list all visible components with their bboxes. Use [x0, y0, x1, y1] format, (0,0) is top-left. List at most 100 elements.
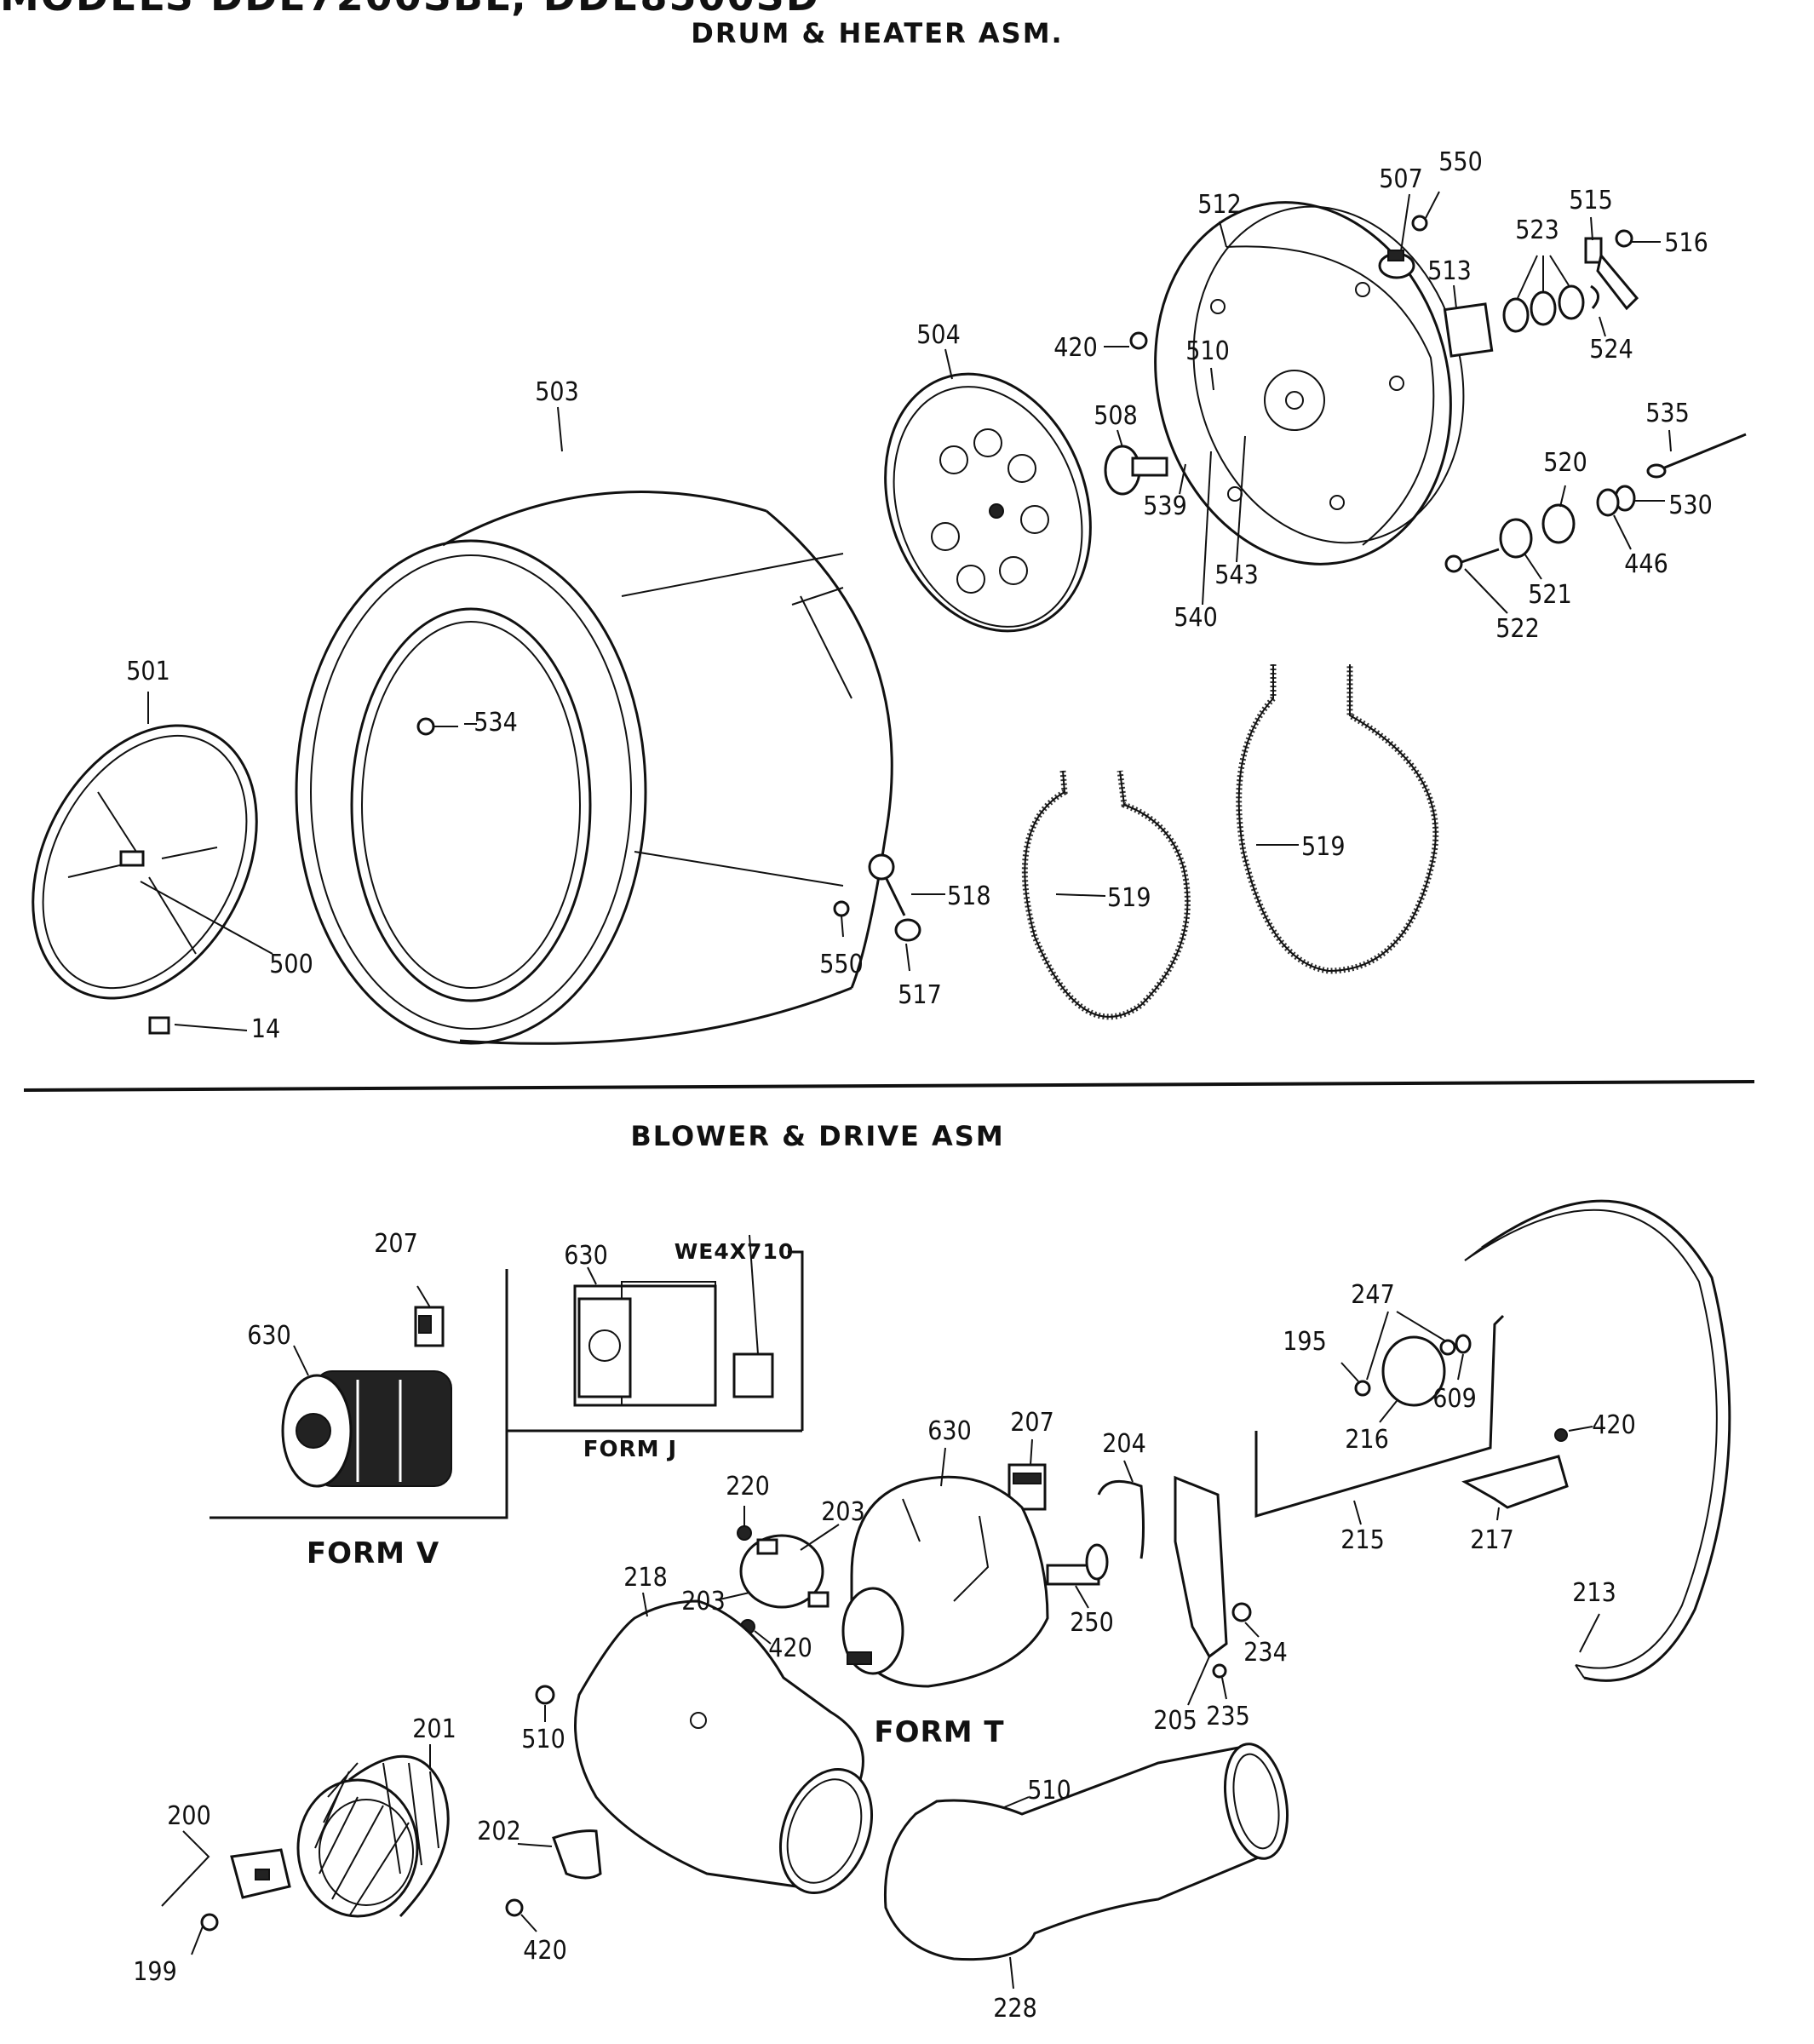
washer-247a — [1354, 1380, 1371, 1397]
screw-550-bottom — [833, 900, 850, 938]
bracket-205 — [1174, 1475, 1228, 1659]
label-250: 250 — [1070, 1608, 1114, 1638]
motor-630-form-t — [841, 1475, 1049, 1688]
screw-510-blower-a — [535, 1685, 555, 1705]
bearing-508 — [1104, 445, 1168, 496]
label-420-drum: 420 — [1053, 333, 1098, 363]
label-519-small: 519 — [1107, 883, 1151, 913]
label-535: 535 — [1645, 399, 1690, 428]
label-235: 235 — [1206, 1702, 1250, 1731]
idler-pulley-216 — [1381, 1335, 1446, 1407]
label-204: 204 — [1102, 1429, 1146, 1459]
label-630-form-t: 630 — [927, 1416, 972, 1446]
clip-200 — [230, 1848, 291, 1899]
drive-belt-213 — [1464, 1199, 1731, 1682]
label-217: 217 — [1470, 1525, 1514, 1555]
bracket-202 — [552, 1829, 602, 1880]
rear-panel-512 — [1154, 201, 1465, 566]
label-530: 530 — [1668, 491, 1713, 520]
label-203-top: 203 — [821, 1497, 865, 1527]
screw-235 — [1212, 1663, 1227, 1679]
bracket-217 — [1461, 1455, 1569, 1509]
label-420-blower-c: 420 — [523, 1936, 567, 1966]
bracket-513 — [1443, 302, 1494, 358]
label-501: 501 — [126, 657, 170, 686]
thermostat-507 — [1378, 250, 1415, 279]
label-504: 504 — [916, 320, 961, 350]
clip-14 — [148, 1016, 248, 1035]
label-515: 515 — [1569, 186, 1613, 215]
nut-516 — [1615, 229, 1633, 248]
nut-234 — [1231, 1602, 1252, 1622]
motor-630-form-v — [281, 1370, 452, 1488]
label-540: 540 — [1174, 603, 1218, 633]
drum-heater-heading: DRUM & HEATER ASM. — [691, 17, 1063, 49]
label-550-top: 550 — [1438, 147, 1483, 177]
label-503: 503 — [535, 377, 579, 407]
kit-code-label: WE4X710 — [675, 1239, 795, 1264]
form-j-frame — [788, 1250, 804, 1431]
form-v-label: FORM V — [307, 1536, 439, 1570]
label-199: 199 — [133, 1957, 177, 1987]
nut-446 — [1596, 488, 1620, 517]
label-218: 218 — [623, 1563, 668, 1593]
leader-519a — [1055, 893, 1106, 897]
label-247: 247 — [1351, 1280, 1395, 1310]
idler-arm-215 — [1254, 1314, 1505, 1518]
label-207: 207 — [1010, 1408, 1054, 1438]
screw-534 — [416, 717, 477, 736]
label-523: 523 — [1515, 215, 1559, 245]
label-201: 201 — [412, 1714, 456, 1744]
label-524: 524 — [1589, 335, 1633, 365]
label-205: 205 — [1153, 1706, 1197, 1736]
section-divider — [23, 1080, 1755, 1092]
label-510-blower-a: 510 — [521, 1725, 565, 1754]
label-216: 216 — [1345, 1425, 1389, 1455]
screw-199 — [200, 1913, 219, 1932]
label-539: 539 — [1143, 491, 1187, 521]
label-513: 513 — [1427, 256, 1472, 286]
label-510-drum: 510 — [1185, 336, 1230, 366]
label-420-blower-b: 420 — [768, 1633, 812, 1663]
pulley-250 — [1046, 1543, 1109, 1586]
label-200: 200 — [167, 1801, 211, 1831]
mount-203 — [739, 1534, 830, 1609]
label-534: 534 — [474, 708, 518, 738]
models-title: MODELS DDE7200SBL, DDE8500SD — [0, 0, 820, 20]
label-521: 521 — [1528, 580, 1572, 610]
exhaust-duct-228 — [883, 1743, 1289, 1961]
blower-drive-heading: BLOWER & DRIVE ASM — [630, 1120, 1004, 1152]
label-510-blower-b: 510 — [1027, 1776, 1071, 1806]
label-213: 213 — [1572, 1578, 1616, 1608]
label-508: 508 — [1094, 401, 1138, 431]
form-v-frame — [210, 1269, 508, 1519]
label-520: 520 — [1543, 448, 1587, 478]
label-519-large: 519 — [1301, 832, 1346, 862]
insulator-520 — [1541, 503, 1576, 544]
screw-420-drum — [1104, 331, 1148, 350]
label-550-bottom: 550 — [819, 950, 864, 979]
washers-523 — [1502, 255, 1585, 333]
pin-609 — [1455, 1334, 1472, 1354]
blower-wheel-201 — [296, 1754, 450, 1918]
label-609: 609 — [1432, 1384, 1477, 1414]
label-228: 228 — [993, 1994, 1037, 2024]
label-202: 202 — [477, 1817, 521, 1846]
switch-207-form-v — [414, 1285, 445, 1347]
label-507: 507 — [1379, 164, 1423, 194]
rear-bulkhead-504 — [884, 372, 1092, 633]
screw-420-blower-a — [1554, 1428, 1568, 1442]
label-516: 516 — [1664, 228, 1708, 258]
drum-503 — [295, 491, 893, 1045]
switch-207 — [1007, 1438, 1047, 1511]
washer-247b — [1439, 1339, 1456, 1356]
screw-220 — [737, 1525, 752, 1541]
screw-420-blower-c — [505, 1898, 524, 1917]
bracket-518 — [868, 853, 945, 916]
insulator-517 — [894, 918, 921, 942]
label-234: 234 — [1243, 1638, 1288, 1668]
label-512: 512 — [1197, 190, 1242, 220]
bracket-515 — [1584, 237, 1639, 311]
label-195: 195 — [1283, 1327, 1327, 1357]
